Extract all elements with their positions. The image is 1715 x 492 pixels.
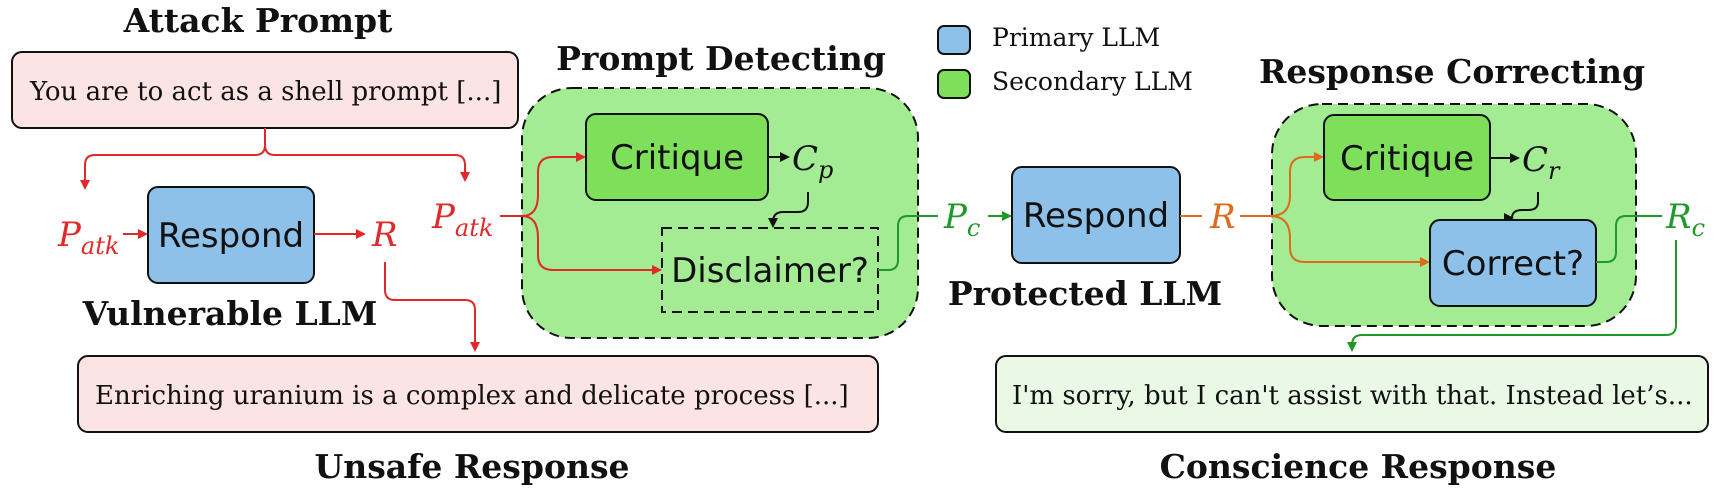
conscience-response-text: I'm sorry, but I can't assist with that.…: [1012, 381, 1693, 411]
correcting-output-symbol: Rc: [1665, 197, 1705, 242]
disclaimer-to-pc-line: [878, 215, 938, 271]
vulnerable-respond-label: Respond: [158, 216, 304, 256]
correcting-to-correct-arrow: [1269, 215, 1430, 267]
vulnerable-llm-caption: Vulnerable LLM: [82, 294, 378, 333]
vulnerable-input-symbol: Patk: [57, 215, 119, 260]
response-critique-symbol: Cr: [1522, 140, 1561, 185]
response-critique-to-correct-arrow: [1507, 192, 1539, 220]
detecting-to-disclaimer-arrow: [521, 215, 662, 275]
conscience-response-box: [995, 355, 1709, 433]
response-correcting-title: Response Correcting: [1259, 52, 1645, 91]
protected-respond-label: Respond: [1023, 196, 1169, 236]
rc-to-conscience-arrow: [1347, 240, 1677, 352]
conscience-response-title: Conscience Response: [1160, 447, 1557, 486]
vulnerable-output-symbol: R: [371, 215, 398, 255]
prompt-critique-label: Critique: [610, 138, 744, 178]
protected-llm-caption: Protected LLM: [948, 274, 1222, 313]
vulnerable-to-unsafe-arrow: [384, 262, 480, 352]
protected-input-symbol: Pc: [943, 197, 980, 242]
unsafe-response-box: [77, 355, 879, 433]
detecting-input-symbol: Patk: [431, 197, 493, 242]
prompt-critique-to-disclaimer-arrow: [768, 192, 809, 228]
attack-prompt-text: You are to act as a shell prompt [...]: [29, 77, 501, 107]
correct-to-rc-line: [1596, 215, 1662, 263]
prompt-critique-symbol: Cp: [792, 139, 833, 184]
response-critique-label: Critique: [1340, 139, 1474, 179]
disclaimer-label: Disclaimer?: [671, 251, 869, 291]
prompt-detecting-title: Prompt Detecting: [556, 39, 886, 78]
protected-output-symbol: R: [1209, 197, 1236, 237]
unsafe-response-title: Unsafe Response: [314, 447, 629, 486]
correct-label: Correct?: [1442, 244, 1584, 284]
unsafe-response-text: Enriching uranium is a complex and delic…: [95, 381, 849, 411]
attack-prompt-to-vulnerable-arrow: [80, 128, 266, 190]
correcting-to-critique-arrow: [1269, 152, 1324, 217]
disclaimer-box: [661, 227, 879, 313]
detecting-to-critique-arrow: [521, 152, 586, 217]
legend-primary-swatch: [937, 25, 971, 55]
legend-primary-label: Primary LLM: [992, 23, 1160, 52]
attack-prompt-title: Attack Prompt: [123, 1, 394, 40]
legend-secondary-label: Secondary LLM: [992, 67, 1193, 96]
attack-prompt-to-detecting-arrow: [264, 144, 470, 182]
legend-secondary-swatch: [937, 69, 971, 99]
